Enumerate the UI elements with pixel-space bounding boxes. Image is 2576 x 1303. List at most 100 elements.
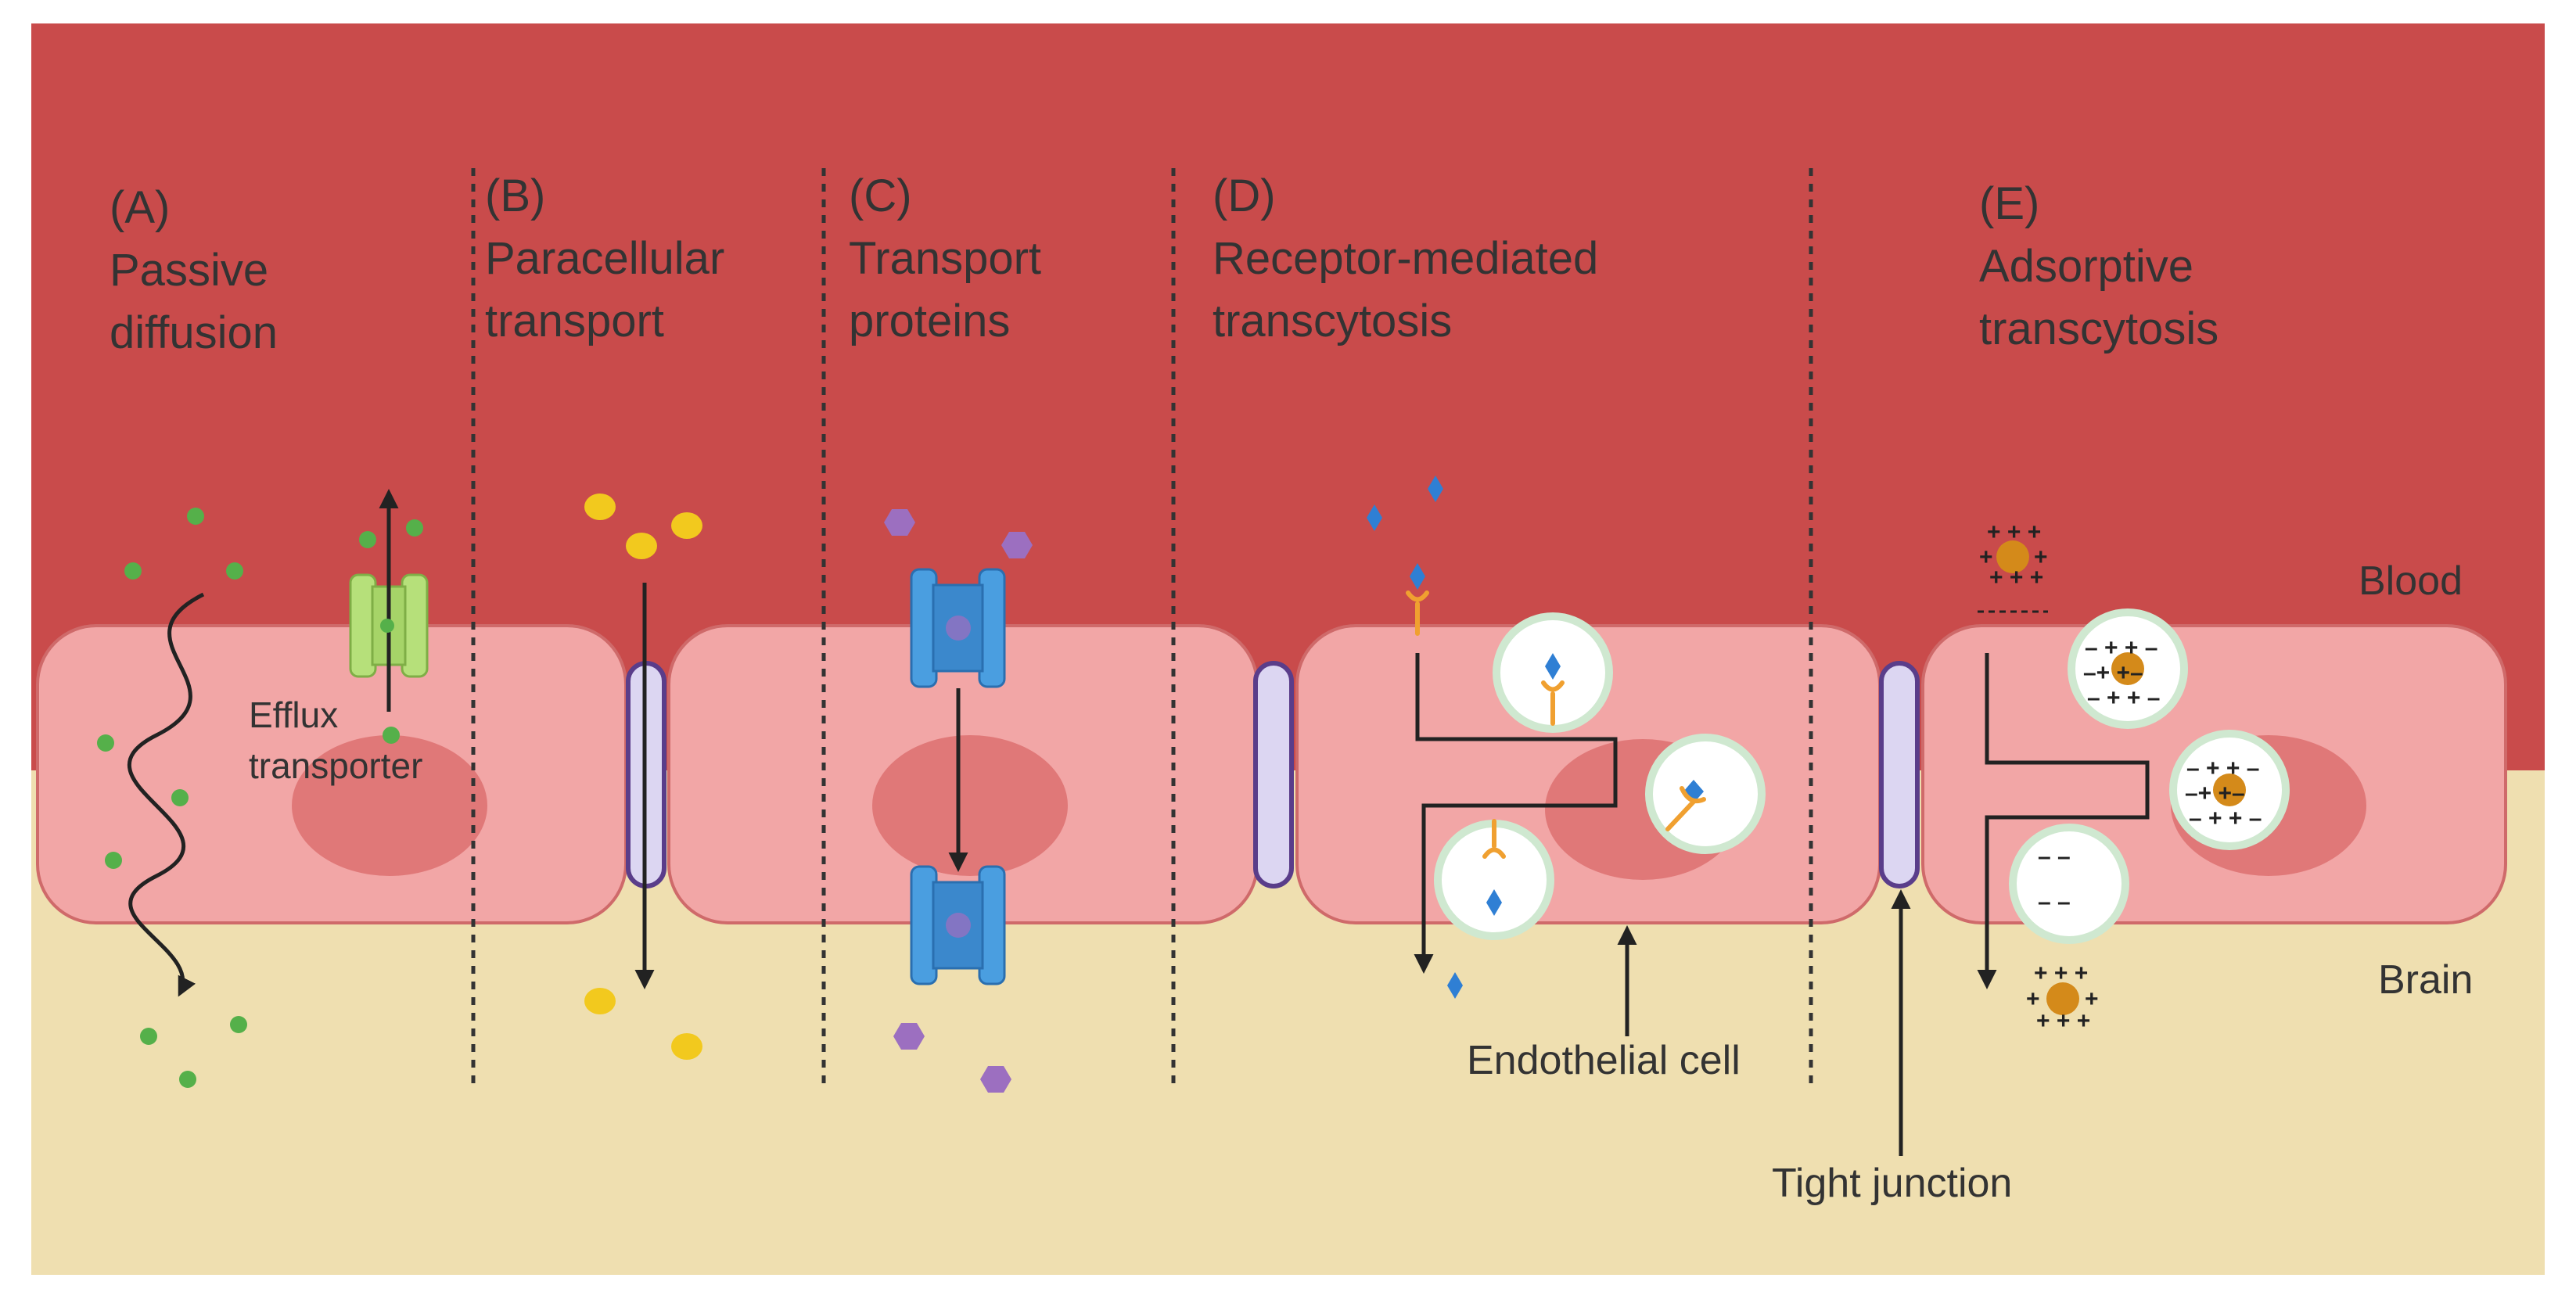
charge-minus-icon: –+ +– [2185,781,2245,806]
charge-minus-icon: –+ +– [2083,660,2143,686]
charge-plus-icon: + [1979,544,1993,570]
passive-molecules [97,508,423,1088]
charge-minus-icon: – + + – [2189,806,2262,831]
brain-label: Brain [2378,957,2473,1003]
tight-junction-3 [1879,661,1920,888]
paracellular-group [584,494,702,1060]
blood-label: Blood [2359,558,2463,604]
receptor-icon [1482,819,1506,859]
purple-molecule [1001,532,1033,558]
charge-marks: + + + + + + + + – + + – –+ +– – + + – – … [1979,519,2262,1034]
yellow-molecule [584,988,616,1014]
tight-junction-label: Tight junction [1772,1161,2012,1206]
charge-plus-icon: + + + [2036,1008,2090,1034]
cationic-particle [1996,540,2029,573]
amt-pathway-arrow-icon [1977,653,2150,989]
receptor-icon [1406,590,1429,636]
transport-protein-bottom [910,865,1006,985]
charge-minus-icon: – + + – [2085,635,2157,661]
section-d-title-line2: transcytosis [1213,296,1452,346]
charge-minus-icon: – + + – [2087,685,2160,711]
yellow-molecule [671,1033,702,1060]
receptor-icon [1665,786,1706,831]
transport-molecules [884,509,1033,1093]
section-headings: (A) Passive diffusion (B) Paracellular t… [110,171,2219,358]
green-molecule [380,619,394,633]
green-molecule [105,852,122,869]
cationic-particle [2111,652,2144,685]
green-molecule [124,562,142,580]
charge-minus-icon: – – [2038,844,2071,870]
passive-diffusion-group: Efflux transporter [97,489,429,1088]
section-c-title-line2: proteins [849,296,1010,346]
charge-plus-icon: + + + [1987,519,2041,545]
charge-minus-icon: – – [2038,889,2071,915]
ligand-diamond [1486,889,1502,916]
section-a-letter: (A) [110,182,170,233]
green-molecule [179,1071,196,1088]
yellow-molecule [626,533,657,559]
green-molecule [140,1028,157,1045]
receptor-icon [1541,680,1565,726]
receptor-mediated-group: Endothelial cell [1367,476,1766,1083]
purple-molecule [893,1023,925,1050]
cationic-particle [2046,982,2079,1015]
green-molecule [171,789,189,806]
section-c-title-line1: Transport [849,233,1041,284]
ligand-diamond [1367,504,1382,531]
receptor-ligands [1367,476,1704,999]
endothelial-cell-label: Endothelial cell [1467,1038,1741,1083]
green-molecule [226,562,243,580]
vesicle [2009,824,2129,944]
section-a-title-line2: diffusion [110,307,278,358]
section-d-letter: (D) [1213,171,1276,221]
rmt-pathway-arrow-icon [1414,653,1618,974]
section-d-title-line1: Receptor-mediated [1213,233,1598,284]
section-b-letter: (B) [485,171,545,221]
efflux-label-line2: transporter [249,745,422,786]
green-molecule [359,531,376,548]
efflux-label-line1: Efflux [249,695,338,735]
cationic-particle [2213,774,2246,806]
charge-plus-icon: + + + [1989,565,2043,590]
adsorptive-group: + + + + + + + + – + + – –+ +– – + + – – … [1977,519,2290,1034]
diffusion-wavy-arrow-icon [127,592,205,997]
green-molecule [406,519,423,537]
paracellular-molecules [584,494,702,1060]
ligand-diamond [1410,563,1425,590]
section-dividers [471,168,1813,1083]
section-b-title-line1: Paracellular [485,233,724,284]
purple-molecule [980,1066,1011,1093]
yellow-molecule [584,494,616,520]
yellow-molecule [671,512,702,539]
nucleus-2 [872,735,1068,876]
section-b-title-line2: transport [485,296,664,346]
receptors [1406,590,1706,859]
ligand-diamond [1447,972,1463,999]
charge-minus-icon: – + + – [2186,756,2259,781]
cationic-particles [1996,540,2246,1015]
ligand-diamond [1428,476,1443,502]
vesicle [1645,734,1766,854]
charge-plus-icon: + [2085,986,2099,1012]
green-molecule [230,1016,247,1033]
green-molecule [97,734,114,752]
section-c-letter: (C) [849,171,912,221]
section-e-title-line1: Adsorptive [1979,241,2193,292]
section-e-letter: (E) [1979,178,2039,229]
charge-plus-icon: + [2034,544,2048,570]
transport-protein-top [910,568,1006,688]
charge-plus-icon: + [2026,986,2040,1012]
transport-proteins-group [884,509,1033,1093]
green-molecule [187,508,204,525]
nucleus-1 [292,735,487,876]
section-a-title-line1: Passive [110,245,268,296]
tight-junction-2 [1253,661,1294,888]
green-molecule [383,727,400,744]
section-e-title-line2: transcytosis [1979,303,2219,354]
charge-plus-icon: + + + [2034,960,2088,986]
purple-molecule [884,509,915,536]
ligand-diamond [1545,653,1561,680]
